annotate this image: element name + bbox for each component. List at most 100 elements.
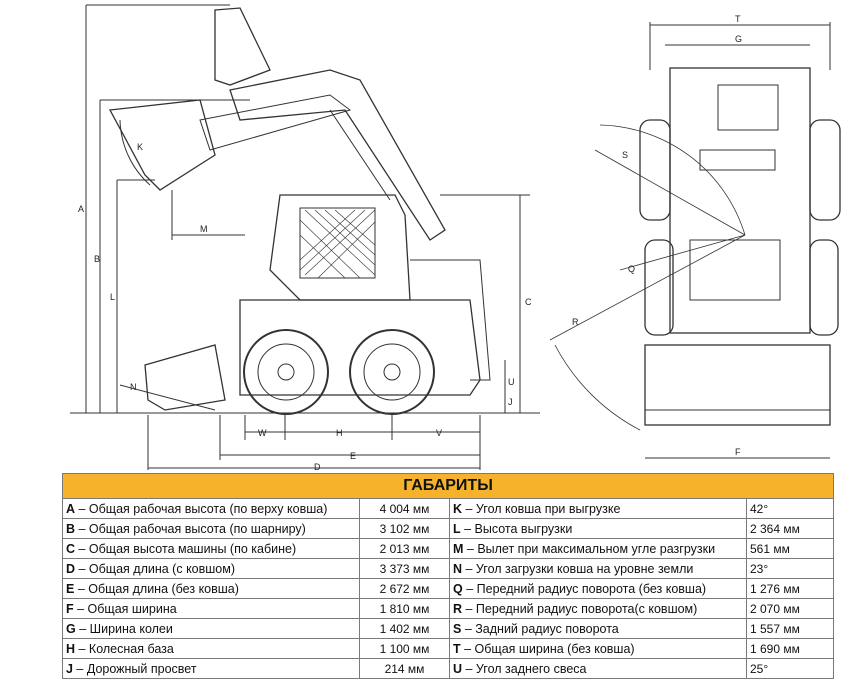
param-description: Q – Передний радиус поворота (без ковша) bbox=[449, 578, 747, 599]
param-value: 2 013 мм bbox=[359, 538, 450, 559]
param-description: D – Общая длина (с ковшом) bbox=[62, 558, 360, 579]
param-value: 25° bbox=[745, 658, 835, 679]
param-text: – Общая рабочая высота (по верху ковша) bbox=[75, 501, 328, 516]
param-key: H bbox=[66, 641, 76, 656]
param-text: – Задний радиус поворота bbox=[461, 621, 619, 636]
param-value: 1 557 мм bbox=[745, 618, 835, 639]
label-C: C bbox=[525, 297, 532, 307]
dimensions-table-container: ГАБАРИТЫ A – Общая рабочая высота (по ве… bbox=[61, 473, 835, 679]
param-key: B bbox=[66, 521, 76, 536]
param-description: R – Передний радиус поворота(с ковшом) bbox=[449, 598, 747, 619]
param-description: L – Высота выгрузки bbox=[449, 518, 747, 539]
label-U: U bbox=[508, 377, 515, 387]
param-key: T bbox=[453, 641, 461, 656]
param-text: – Угол загрузки ковша на уровне земли bbox=[462, 561, 694, 576]
param-value: 2 364 мм bbox=[745, 518, 835, 539]
param-key: E bbox=[66, 581, 75, 596]
param-text: – Дорожный просвет bbox=[72, 661, 197, 676]
param-description: N – Угол загрузки ковша на уровне земли bbox=[449, 558, 747, 579]
param-text: – Общая рабочая высота (по шарниру) bbox=[75, 521, 306, 536]
param-description: E – Общая длина (без ковша) bbox=[62, 578, 360, 599]
param-description: T – Общая ширина (без ковша) bbox=[449, 638, 747, 659]
param-text: – Высота выгрузки bbox=[460, 521, 573, 536]
param-description: J – Дорожный просвет bbox=[62, 658, 360, 679]
param-value: 2 672 мм bbox=[359, 578, 450, 599]
label-Q: Q bbox=[628, 264, 635, 274]
label-F: F bbox=[735, 447, 741, 457]
param-text: – Угол заднего свеса bbox=[462, 661, 587, 676]
label-H: H bbox=[336, 428, 343, 438]
param-key: A bbox=[66, 501, 76, 516]
param-key: F bbox=[66, 601, 74, 616]
param-value: 3 102 мм bbox=[359, 518, 450, 539]
param-value: 3 373 мм bbox=[359, 558, 450, 579]
param-key: S bbox=[453, 621, 462, 636]
label-B: B bbox=[94, 254, 100, 264]
param-value: 1 690 мм bbox=[745, 638, 835, 659]
label-R: R bbox=[572, 317, 579, 327]
label-N: N bbox=[130, 382, 137, 392]
table-row: C – Общая высота машины (по кабине)2 013… bbox=[62, 538, 835, 559]
param-value: 561 мм bbox=[745, 538, 835, 559]
param-key: U bbox=[453, 661, 463, 676]
param-value: 2 070 мм bbox=[745, 598, 835, 619]
param-description: A – Общая рабочая высота (по верху ковша… bbox=[62, 498, 360, 519]
label-S: S bbox=[622, 150, 628, 160]
param-text: – Передний радиус поворота (без ковша) bbox=[462, 581, 707, 596]
param-key: C bbox=[66, 541, 76, 556]
table-title: ГАБАРИТЫ bbox=[61, 473, 835, 499]
param-key: J bbox=[66, 661, 73, 676]
param-description: B – Общая рабочая высота (по шарниру) bbox=[62, 518, 360, 539]
param-text: – Колесная база bbox=[75, 641, 174, 656]
drawing-labels: A B C K M L N W H V E D U J T G S Q R F bbox=[78, 14, 742, 470]
param-key: G bbox=[66, 621, 76, 636]
param-description: M – Вылет при максимальном угле разгрузк… bbox=[449, 538, 747, 559]
param-key: M bbox=[453, 541, 464, 556]
param-text: – Общая ширина (без ковша) bbox=[460, 641, 635, 656]
param-description: S – Задний радиус поворота bbox=[449, 618, 747, 639]
param-value: 42° bbox=[745, 498, 835, 519]
param-key: L bbox=[453, 521, 461, 536]
param-text: – Передний радиус поворота(с ковшом) bbox=[462, 601, 698, 616]
label-L: L bbox=[110, 292, 115, 302]
param-key: R bbox=[453, 601, 463, 616]
param-text: – Общая длина (с ковшом) bbox=[75, 561, 236, 576]
label-J: J bbox=[508, 397, 513, 407]
param-value: 4 004 мм bbox=[359, 498, 450, 519]
param-key: Q bbox=[453, 581, 463, 596]
technical-drawing: A B C K M L N W H V E D U J T G S Q R F bbox=[70, 4, 841, 470]
param-key: K bbox=[453, 501, 463, 516]
param-description: G – Ширина колеи bbox=[62, 618, 360, 639]
param-text: – Общая длина (без ковша) bbox=[74, 581, 239, 596]
label-G: G bbox=[735, 34, 742, 44]
label-E: E bbox=[350, 451, 356, 461]
label-K: K bbox=[137, 142, 143, 152]
label-D: D bbox=[314, 462, 321, 470]
dimensions-table: ГАБАРИТЫ A – Общая рабочая высота (по ве… bbox=[61, 473, 835, 679]
label-T: T bbox=[735, 14, 741, 24]
label-W: W bbox=[258, 428, 267, 438]
label-M: M bbox=[200, 224, 208, 234]
param-key: N bbox=[453, 561, 463, 576]
param-text: – Вылет при максимальном угле разгрузки bbox=[463, 541, 716, 556]
param-text: – Общая ширина bbox=[73, 601, 177, 616]
label-V: V bbox=[436, 428, 442, 438]
param-description: U – Угол заднего свеса bbox=[449, 658, 747, 679]
param-value: 1 276 мм bbox=[745, 578, 835, 599]
param-value: 1 402 мм bbox=[359, 618, 450, 639]
param-text: – Угол ковша при выгрузке bbox=[462, 501, 621, 516]
label-A: A bbox=[78, 204, 84, 214]
param-value: 214 мм bbox=[359, 658, 450, 679]
param-description: C – Общая высота машины (по кабине) bbox=[62, 538, 360, 559]
param-value: 1 810 мм bbox=[359, 598, 450, 619]
param-text: – Ширина колеи bbox=[75, 621, 173, 636]
table-row: A – Общая рабочая высота (по верху ковша… bbox=[62, 498, 835, 519]
param-description: F – Общая ширина bbox=[62, 598, 360, 619]
param-text: – Общая высота машины (по кабине) bbox=[75, 541, 297, 556]
param-description: H – Колесная база bbox=[62, 638, 360, 659]
